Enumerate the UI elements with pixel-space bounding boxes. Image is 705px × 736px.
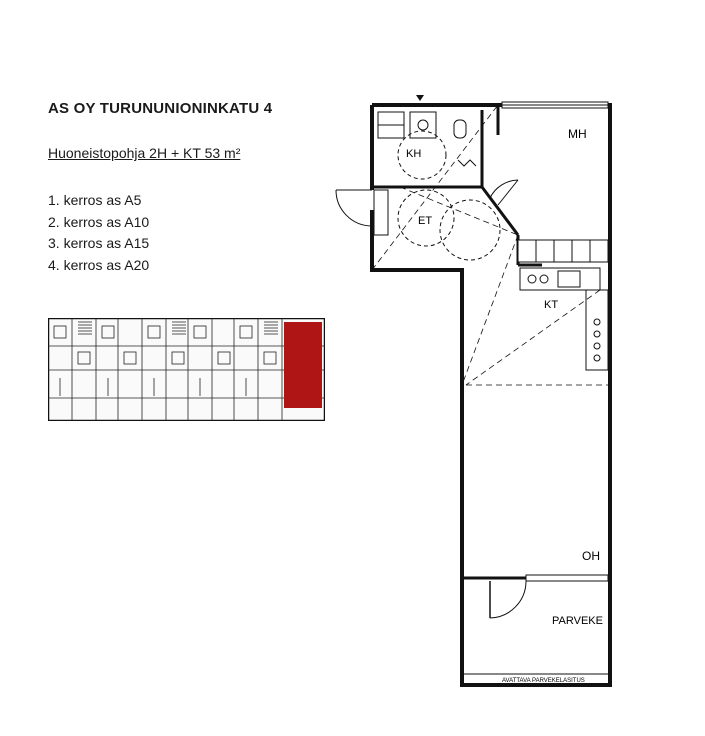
floor-item-2: 2. kerros as A10	[48, 213, 150, 230]
key-plan-outline	[48, 318, 325, 421]
room-label-oh: OH	[582, 549, 600, 563]
stairwell-symbols	[78, 321, 278, 335]
room-label-mh: MH	[568, 127, 587, 141]
entry-door	[335, 189, 374, 227]
room-label-et: ET	[418, 215, 432, 227]
balcony-glazing-note: AVATTAVA PARVEKELASITUS	[502, 678, 585, 684]
diagonal-sight-lines	[371, 104, 608, 386]
floor-item-4: 4. kerros as A20	[48, 256, 150, 273]
inner-walls	[374, 105, 542, 267]
kitchen-counters	[519, 267, 609, 371]
floor-list: 1. kerros as A5 2. kerros as A10 3. kerr…	[48, 190, 149, 276]
room-label-parveke: PARVEKE	[552, 615, 603, 627]
outer-walls	[370, 103, 612, 687]
apartment-floor-plan: KH ET MH KT	[335, 95, 612, 687]
highlighted-apartment	[284, 322, 322, 408]
floor-item-1: 1. kerros as A5	[48, 192, 142, 208]
page-title: AS OY TURUNUNIONINKATU 4	[48, 100, 273, 117]
floor-item-3: 3. kerros as A15	[48, 235, 150, 251]
balcony	[462, 574, 610, 675]
bedroom-door	[489, 179, 519, 206]
room-label-kt: KT	[544, 299, 558, 311]
room-label-kh: KH	[406, 148, 421, 160]
entrance-hall-fixtures	[373, 189, 501, 261]
building-key-plan	[48, 318, 325, 421]
bathroom-fixtures	[377, 111, 477, 180]
key-plan-units	[48, 318, 325, 421]
window-top	[501, 101, 609, 109]
wardrobes	[517, 239, 609, 263]
apartment-type-subtitle: Huoneistopohja 2H + KT 53 m²	[48, 145, 241, 161]
entrance-marker	[416, 95, 424, 101]
